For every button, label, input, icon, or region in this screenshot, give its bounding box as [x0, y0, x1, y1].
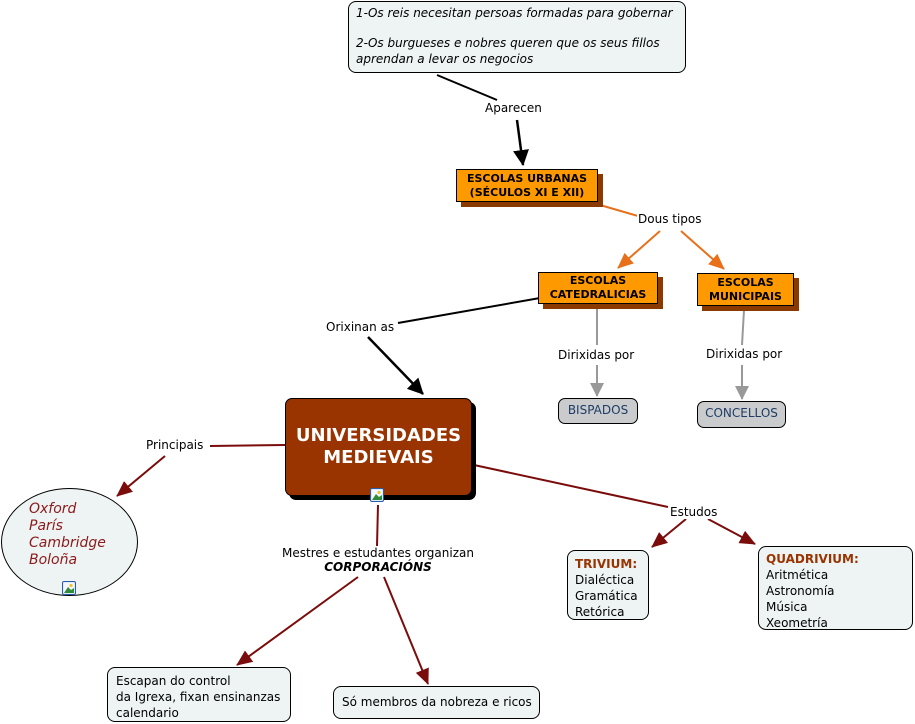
connector-aparecen-urbanas	[513, 119, 529, 166]
link-label-dous-tipos[interactable]: Dous tipos	[637, 212, 703, 226]
universidades-line2: MEDIEVAIS	[323, 447, 434, 468]
connector-reasons-aparecen	[436, 74, 498, 101]
trivium-item: Gramática	[575, 589, 638, 603]
escolas-urbanas-line1: ESCOLAS URBANAS	[466, 172, 588, 185]
quadrivium-item: Aritmética	[766, 568, 829, 582]
link-label-orixinan[interactable]: Orixinan as	[325, 320, 396, 334]
connector-estudos-trivium	[651, 518, 687, 548]
connector-mestres-so-membros	[383, 576, 429, 685]
universidades-line1: UNIVERSIDADES	[295, 425, 462, 446]
link-label-aparecen[interactable]: Aparecen	[484, 101, 543, 115]
universidades-medievais-node[interactable]: UNIVERSIDADES MEDIEVAIS	[285, 398, 472, 496]
escolas-urbanas-node[interactable]: ESCOLAS URBANAS (SÉCULOS XI E XII)	[456, 169, 598, 202]
escolas-municipais-node[interactable]: ESCOLAS MUNICIPAIS	[697, 273, 794, 306]
link-label-principais[interactable]: Principais	[145, 438, 205, 452]
image-attachment-icon[interactable]	[62, 581, 76, 595]
university-oxford: Oxford	[29, 501, 77, 517]
connector-mestres-escapan	[236, 576, 359, 666]
catedralicias-line2: CATEDRALICIAS	[549, 288, 647, 301]
principais-universidades-ellipse[interactable]: Oxford París Cambridge Boloña	[1, 488, 138, 596]
escapan-line2: da Igrexa, fixan ensinanzas	[116, 690, 281, 704]
quadrivium-item: Astronomía	[766, 584, 835, 598]
connector-universidades-mestres	[376, 504, 379, 547]
university-paris: París	[29, 518, 63, 534]
connector-dous-tipos-catedralicias	[617, 230, 661, 269]
catedralicias-line1: ESCOLAS	[569, 274, 627, 287]
so-membros-note[interactable]: Só membros da nobreza e ricos	[333, 686, 540, 719]
quadrivium-note[interactable]: QUADRIVIUM: Aritmética Astronomía Música…	[758, 546, 913, 630]
quadrivium-item: Xeometría	[766, 616, 828, 630]
escolas-catedralicias-node[interactable]: ESCOLAS CATEDRALICIAS	[538, 272, 658, 304]
image-attachment-icon[interactable]	[370, 488, 384, 502]
connector-dous-tipos-municipais	[680, 230, 725, 270]
spacer	[356, 21, 678, 35]
escolas-urbanas-line2: (SÉCULOS XI E XII)	[469, 186, 585, 199]
municipais-line1: ESCOLAS	[717, 276, 774, 289]
university-cambridge: Cambridge	[29, 535, 106, 551]
reasons-note[interactable]: 1-Os reis necesitan persoas formadas par…	[348, 1, 686, 73]
connector-principais-ellipse	[116, 455, 166, 497]
connector-urbanas-dous-tipos	[599, 204, 639, 217]
so-membros-text: Só membros da nobreza e ricos	[342, 695, 532, 709]
connector-universidades-estudos	[473, 464, 669, 508]
connector-orixinan-universidades	[367, 336, 424, 395]
trivium-item: Retórica	[575, 605, 625, 619]
quadrivium-item: Música	[766, 600, 808, 614]
connector-estudos-quadrivium	[707, 518, 756, 545]
escapan-note[interactable]: Escapan do control da Igrexa, fixan ensi…	[107, 667, 291, 722]
connector-universidades-principais	[209, 444, 286, 447]
reason-2-cont-text: aprendan a levar os negocios	[356, 52, 534, 66]
reason-2-text: 2-Os burgueses e nobres queren que os se…	[356, 36, 660, 50]
trivium-item: Dialéctica	[575, 573, 635, 587]
link-label-dirixidas-2[interactable]: Dirixidas por	[705, 347, 784, 361]
link-label-mestres-corporacions[interactable]: Mestres e estudantes organizan CORPORACI…	[281, 546, 475, 574]
university-bolona: Boloña	[29, 552, 78, 568]
corporacions-text: CORPORACIÓNS	[324, 560, 432, 574]
municipais-line2: MUNICIPAIS	[709, 290, 782, 303]
concellos-node[interactable]: CONCELLOS	[697, 401, 786, 428]
escapan-line1: Escapan do control	[116, 674, 231, 688]
mestres-text: Mestres e estudantes organizan	[282, 546, 474, 560]
reason-1-text: 1-Os reis necesitan persoas formadas par…	[356, 6, 673, 20]
connector-municipais-dirixidas	[741, 309, 745, 346]
connector-catedralicias-orixinan	[397, 297, 541, 324]
escapan-line3: calendario	[116, 706, 179, 720]
trivium-header: TRIVIUM:	[575, 557, 638, 571]
link-label-dirixidas-1[interactable]: Dirixidas por	[557, 348, 636, 362]
link-label-estudos[interactable]: Estudos	[669, 505, 719, 519]
quadrivium-header: QUADRIVIUM:	[766, 552, 859, 566]
bispados-node[interactable]: BISPADOS	[558, 398, 638, 424]
trivium-note[interactable]: TRIVIUM: Dialéctica Gramática Retórica	[567, 550, 649, 620]
